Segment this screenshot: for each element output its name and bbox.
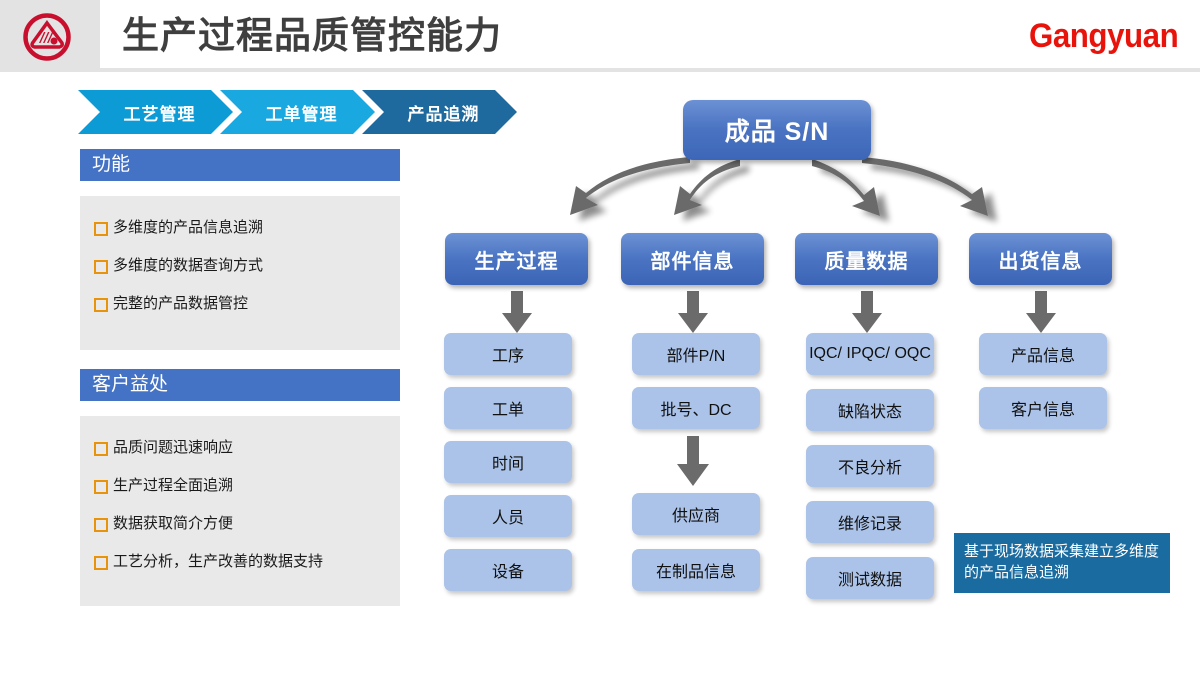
breadcrumb-item-product-trace[interactable]: 产品追溯	[362, 90, 517, 134]
diagram-callout: 基于现场数据采集建立多维度的产品信息追溯	[954, 533, 1170, 593]
brand-wordmark: Gangyuan	[1028, 17, 1179, 55]
section-header-function: 功能	[80, 149, 400, 181]
diagram-leaf[interactable]: 不良分析	[806, 445, 934, 487]
down-arrow-icon	[502, 291, 1056, 486]
diagram-leaf[interactable]: 客户信息	[979, 387, 1107, 429]
list-item-label: 数据获取简介方便	[113, 515, 234, 532]
list-item-label: 生产过程全面追溯	[113, 477, 234, 494]
list-item-label: 工艺分析，生产改善的数据支持	[113, 553, 324, 570]
list-item: 完整的产品数据管控	[94, 294, 400, 314]
list-item: 多维度的数据查询方式	[94, 256, 400, 276]
diagram-leaf[interactable]: 维修记录	[806, 501, 934, 543]
diagram-root-node[interactable]: 成品 S/N	[683, 100, 871, 160]
page-title: 生产过程品质管控能力	[122, 15, 502, 56]
list-item: 工艺分析，生产改善的数据支持	[94, 552, 400, 572]
section-header-benefit: 客户益处	[80, 369, 400, 401]
square-bullet-icon	[94, 556, 108, 570]
diagram-leaf[interactable]: 供应商	[632, 493, 760, 535]
square-bullet-icon	[94, 442, 108, 456]
list-item: 品质问题迅速响应	[94, 438, 400, 458]
diagram-category-shipment-info[interactable]: 出货信息	[969, 233, 1112, 285]
diagram-leaf[interactable]: 测试数据	[806, 557, 934, 599]
gangyuan-circle-logo-icon	[23, 13, 71, 61]
diagram-leaf[interactable]: 缺陷状态	[806, 389, 934, 431]
square-bullet-icon	[94, 222, 108, 236]
diagram-leaf[interactable]: 人员	[444, 495, 572, 537]
header-divider	[101, 6, 104, 66]
list-item-label: 多维度的数据查询方式	[113, 257, 264, 274]
diagram-leaf[interactable]: IQC/ IPQC/ OQC	[806, 333, 934, 375]
diagram-category-quality-data[interactable]: 质量数据	[795, 233, 938, 285]
diagram-leaf[interactable]: 设备	[444, 549, 572, 591]
square-bullet-icon	[94, 518, 108, 532]
breadcrumb-item-workorder-mgmt[interactable]: 工单管理	[220, 90, 375, 134]
section-body-function: 多维度的产品信息追溯 多维度的数据查询方式 完整的产品数据管控	[80, 196, 400, 350]
list-item: 生产过程全面追溯	[94, 476, 400, 496]
header-rule	[100, 68, 1200, 72]
list-item: 数据获取简介方便	[94, 514, 400, 534]
benefit-bullet-list: 品质问题迅速响应 生产过程全面追溯 数据获取简介方便 工艺分析，生产改善的数据支…	[80, 416, 400, 590]
section-body-benefit: 品质问题迅速响应 生产过程全面追溯 数据获取简介方便 工艺分析，生产改善的数据支…	[80, 416, 400, 606]
function-bullet-list: 多维度的产品信息追溯 多维度的数据查询方式 完整的产品数据管控	[80, 196, 400, 332]
diagram-leaf[interactable]: 在制品信息	[632, 549, 760, 591]
breadcrumb-item-process-mgmt[interactable]: 工艺管理	[78, 90, 233, 134]
list-item: 多维度的产品信息追溯	[94, 218, 400, 238]
page-header: 生产过程品质管控能力 Gangyuan	[0, 0, 1200, 72]
diagram-leaf[interactable]: 工序	[444, 333, 572, 375]
diagram-leaf[interactable]: 部件P/N	[632, 333, 760, 375]
square-bullet-icon	[94, 260, 108, 274]
diagram-category-production-process[interactable]: 生产过程	[445, 233, 588, 285]
square-bullet-icon	[94, 298, 108, 312]
logo-block	[0, 0, 100, 72]
list-item-label: 品质问题迅速响应	[113, 439, 234, 456]
diagram-category-component-info[interactable]: 部件信息	[621, 233, 764, 285]
square-bullet-icon	[94, 480, 108, 494]
diagram-leaf[interactable]: 批号、DC	[632, 387, 760, 429]
list-item-label: 多维度的产品信息追溯	[113, 219, 264, 236]
diagram-leaf[interactable]: 工单	[444, 387, 572, 429]
diagram-leaf[interactable]: 时间	[444, 441, 572, 483]
diagram-leaf[interactable]: 产品信息	[979, 333, 1107, 375]
curved-arrow-icon	[570, 157, 988, 216]
list-item-label: 完整的产品数据管控	[113, 295, 249, 312]
